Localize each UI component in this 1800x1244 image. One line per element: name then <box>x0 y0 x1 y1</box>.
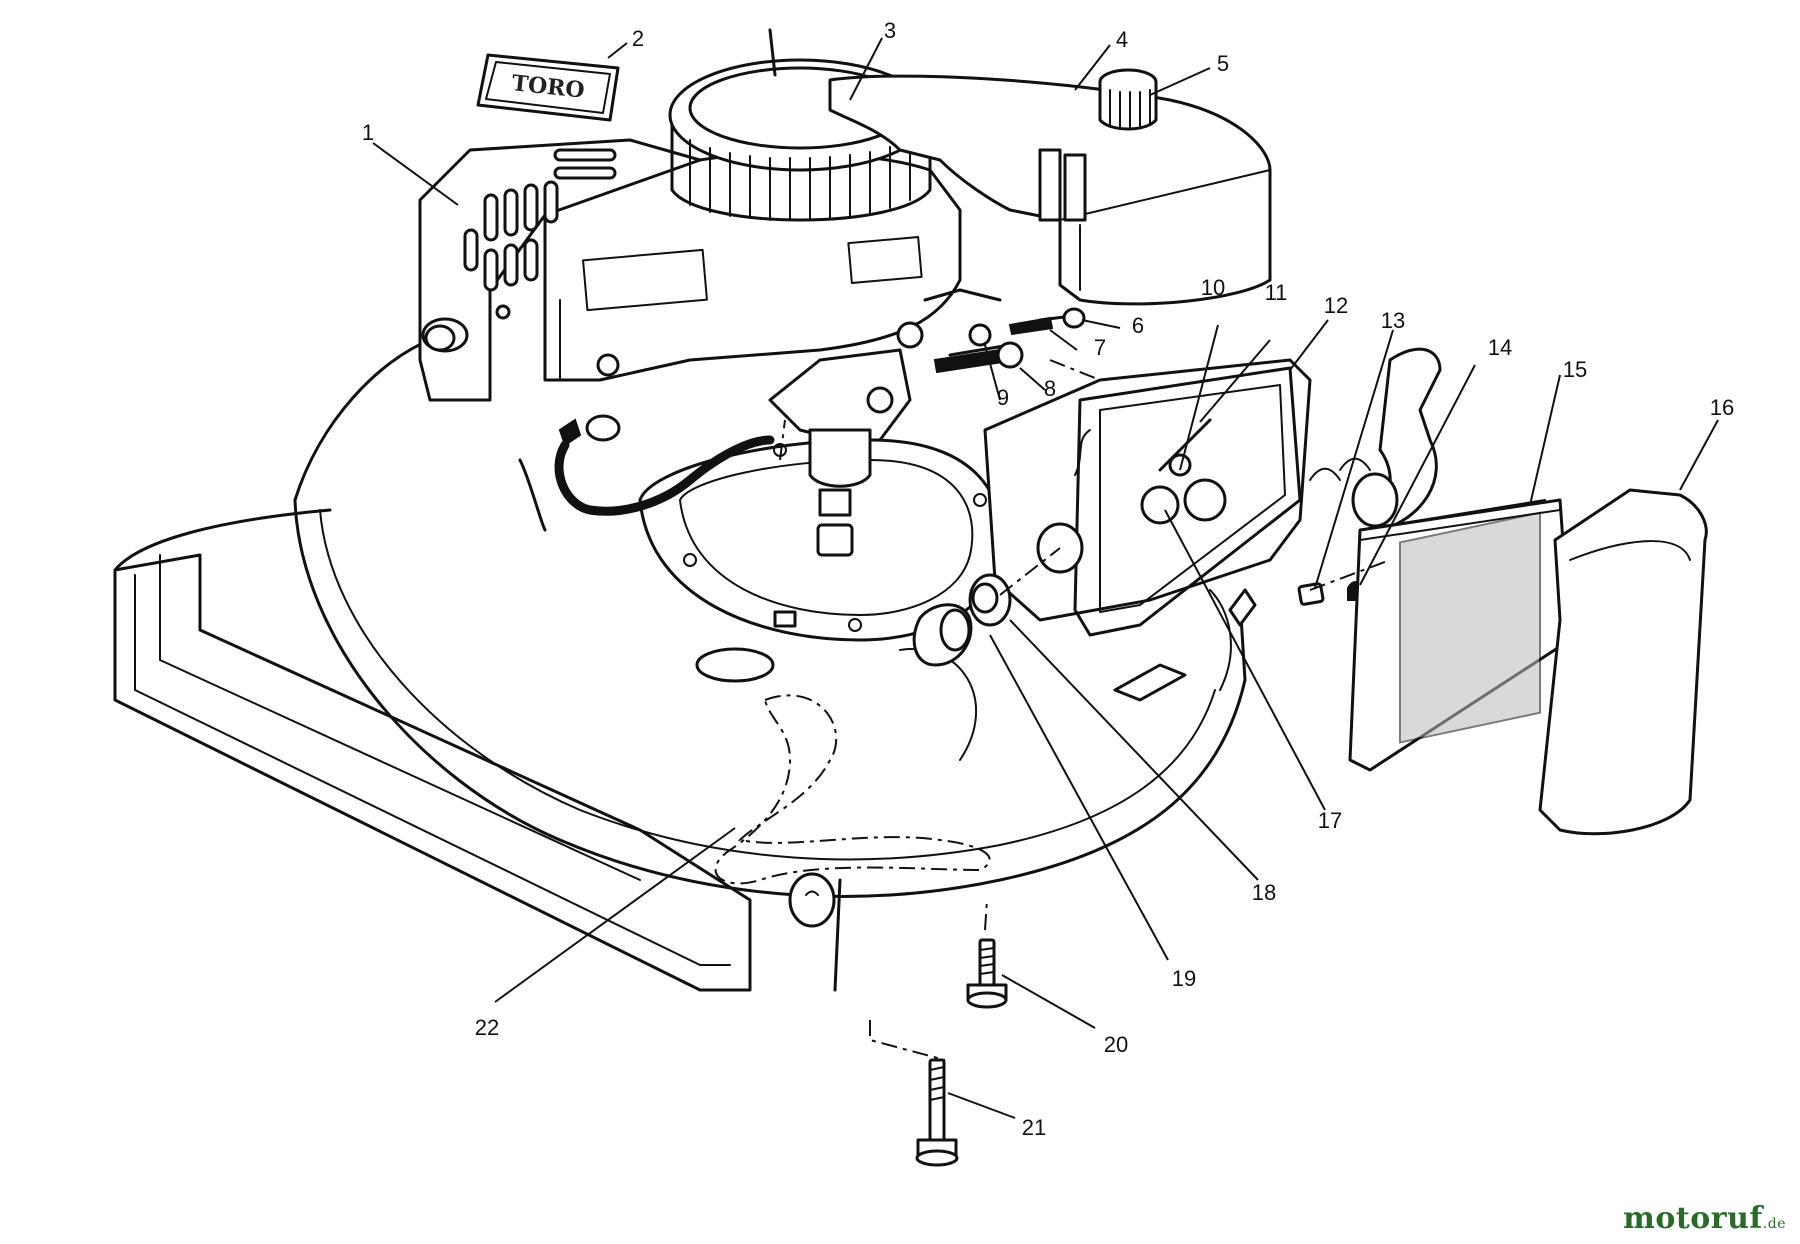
callout-6: 6 <box>1132 313 1144 338</box>
choke-spring-parts <box>933 307 1086 374</box>
mower-deck <box>113 338 1247 992</box>
callout-14: 14 <box>1488 335 1512 360</box>
watermark: motoruf.de <box>1623 1201 1786 1236</box>
watermark-tld: .de <box>1762 1216 1786 1232</box>
callout-7: 7 <box>1094 335 1106 360</box>
callout-9: 9 <box>997 385 1009 410</box>
fuel-tank <box>828 74 1272 306</box>
callout-5: 5 <box>1217 51 1229 76</box>
grommets-18-19 <box>912 573 1012 667</box>
spark-plug-wire <box>518 414 775 532</box>
air-cleaner-housing <box>983 358 1312 637</box>
callout-8: 8 <box>1044 376 1056 401</box>
callout-13: 13 <box>1381 308 1405 333</box>
vent-slots <box>463 148 617 292</box>
fuel-cap <box>1098 68 1158 131</box>
callout-22: 22 <box>475 1015 499 1040</box>
watermark-brand: motoruf <box>1623 1201 1763 1236</box>
air-filter-cover <box>1538 488 1708 836</box>
leader-lines <box>372 37 1719 1119</box>
callout-3: 3 <box>884 18 896 43</box>
callout-19: 19 <box>1172 966 1196 991</box>
engine-block <box>418 138 962 402</box>
small-parts-13-14 <box>1297 581 1363 606</box>
toro-logo-decal: TORO <box>476 53 620 122</box>
callout-4: 4 <box>1116 27 1128 52</box>
callout-2: 2 <box>632 26 644 51</box>
callout-16: 16 <box>1710 395 1734 420</box>
callout-11: 11 <box>1265 280 1288 305</box>
callout-17: 17 <box>1318 808 1342 833</box>
callout-20: 20 <box>1104 1032 1128 1057</box>
air-cleaner-bracket <box>1309 347 1442 532</box>
callout-12: 12 <box>1324 293 1348 318</box>
callout-1: 1 <box>362 120 374 145</box>
callout-18: 18 <box>1252 880 1276 905</box>
callout-10: 10 <box>1201 275 1225 300</box>
callout-21: 21 <box>1022 1115 1046 1140</box>
centerlines <box>779 359 1391 1061</box>
callout-labels: 1 2 3 4 5 6 7 8 9 10 11 12 13 14 15 16 1… <box>362 18 1734 1140</box>
callout-15: 15 <box>1563 357 1587 382</box>
carburetor <box>768 288 1002 557</box>
baffle-dashed <box>714 694 991 885</box>
bolt-20 <box>966 938 1008 1009</box>
bolt-21 <box>915 1058 959 1167</box>
